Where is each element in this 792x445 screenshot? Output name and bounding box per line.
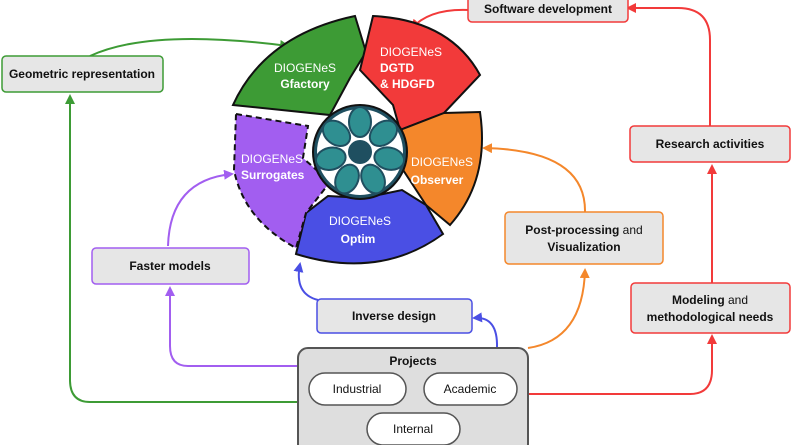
surrogates-line2: Surrogates: [241, 168, 305, 182]
svg-text:Gfactory: Gfactory: [280, 77, 330, 91]
modeling-bold: Modeling: [672, 293, 725, 307]
arrow-projects-to-postprocessing: [527, 268, 590, 349]
svg-text:& HDGFD: & HDGFD: [380, 77, 435, 91]
software-development-label: Software development: [484, 2, 612, 16]
segment-surrogates: DIOGENeS Surrogates: [232, 112, 332, 250]
arrow-faster-to-surrogates: [167, 169, 234, 247]
svg-text:DIOGENeS: DIOGENeS: [329, 214, 391, 228]
methodological-needs-label: methodological needs: [647, 310, 774, 324]
svg-text:DGTD: DGTD: [380, 61, 414, 75]
project-industrial-label: Industrial: [333, 382, 382, 396]
box-post-processing: Post-processing and Visualization: [504, 211, 664, 265]
box-inverse-design: Inverse design: [316, 298, 473, 334]
box-research-activities: Research activities: [629, 125, 791, 163]
observer-line2: Observer: [411, 173, 464, 187]
post-processing-bold: Post-processing: [525, 223, 619, 237]
svg-text:Surrogates: Surrogates: [241, 168, 305, 182]
gfactory-line1: DIOGENeS: [274, 61, 336, 75]
svg-text:DIOGENeS: DIOGENeS: [241, 152, 303, 166]
diogenes-logo-icon: [312, 104, 408, 200]
box-software-development: Software development: [467, 0, 629, 23]
research-activities-label: Research activities: [656, 137, 765, 151]
arrow-inverse-to-optim: [293, 262, 319, 301]
surrogates-line1: DIOGENeS: [241, 152, 303, 166]
visualization-label: Visualization: [547, 240, 620, 254]
svg-text:Observer: Observer: [411, 173, 464, 187]
svg-text:Post-processing and: Post-processing and: [525, 223, 642, 237]
segment-gfactory: DIOGENeS Gfactory: [231, 14, 368, 117]
project-industrial: Industrial: [308, 372, 407, 406]
modeling-and: and: [725, 293, 748, 307]
svg-text:DIOGENeS: DIOGENeS: [274, 61, 336, 75]
arrow-postprocessing-to-observer: [482, 143, 587, 213]
geometric-representation-label: Geometric representation: [9, 67, 155, 81]
project-internal-label: Internal: [393, 422, 433, 436]
arrow-projects-to-modeling: [528, 334, 717, 395]
box-modeling: Modeling and methodological needs: [630, 282, 791, 334]
project-internal: Internal: [366, 412, 461, 445]
gfactory-line2: Gfactory: [280, 77, 330, 91]
faster-models-label: Faster models: [129, 259, 211, 273]
box-geometric-representation: Geometric representation: [1, 55, 164, 93]
arrow-projects-to-inverse: [472, 312, 499, 349]
svg-text:Modeling and: Modeling and: [672, 293, 748, 307]
arrow-projects-to-geometric: [65, 94, 298, 403]
projects-title: Projects: [389, 354, 437, 368]
dgtd-line1: DIOGENeS: [380, 45, 442, 59]
project-academic: Academic: [423, 372, 518, 406]
arrow-projects-to-faster: [165, 286, 298, 367]
optim-line1: DIOGENeS: [329, 214, 391, 228]
dgtd-line2: DGTD: [380, 61, 414, 75]
inverse-design-label: Inverse design: [352, 309, 436, 323]
project-academic-label: Academic: [444, 382, 497, 396]
dgtd-line3: & HDGFD: [380, 77, 435, 91]
svg-text:Optim: Optim: [341, 232, 376, 246]
observer-line1: DIOGENeS: [411, 155, 473, 169]
svg-text:DIOGENeS: DIOGENeS: [411, 155, 473, 169]
segment-observer: DIOGENeS Observer: [388, 110, 483, 227]
segment-optim: DIOGENeS Optim: [294, 188, 445, 265]
arrow-geometric-to-gfactory: [89, 37, 290, 57]
arrow-research-to-software: [626, 3, 711, 126]
optim-line2: Optim: [341, 232, 376, 246]
post-processing-and: and: [619, 223, 642, 237]
projects-box: Projects Industrial Academic Internal: [297, 347, 529, 445]
box-faster-models: Faster models: [91, 247, 250, 285]
svg-text:DIOGENeS: DIOGENeS: [380, 45, 442, 59]
